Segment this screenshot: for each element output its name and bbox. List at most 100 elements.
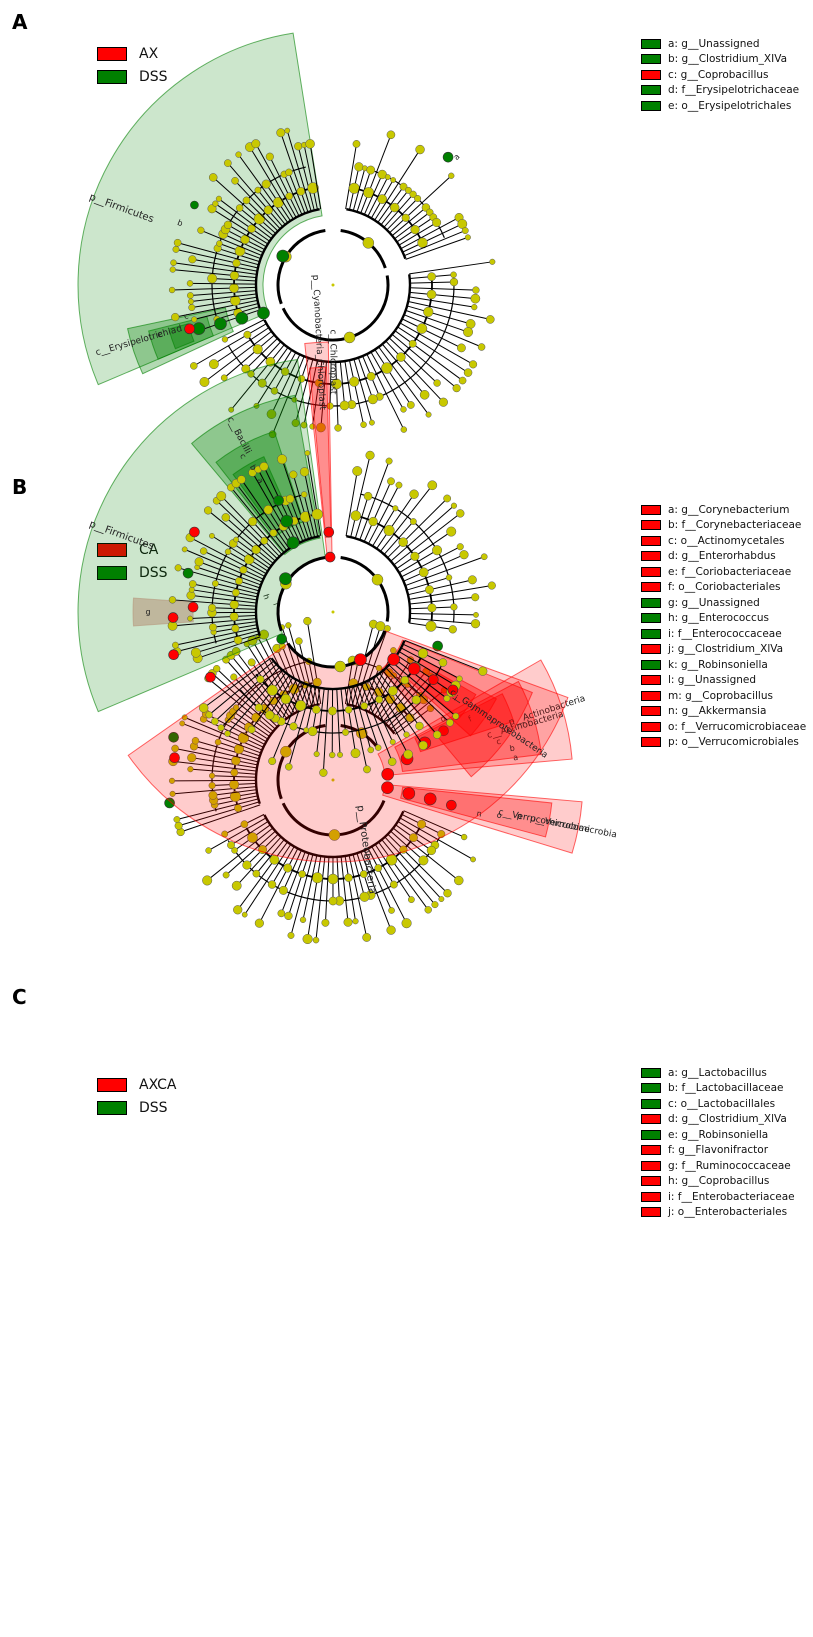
leaf-node xyxy=(221,513,231,522)
branch xyxy=(363,481,392,542)
branch xyxy=(224,319,265,340)
leaf-node xyxy=(415,144,425,155)
branch xyxy=(409,261,493,275)
branch xyxy=(257,189,286,225)
leaf-node xyxy=(457,343,466,353)
branch xyxy=(287,625,313,707)
branch xyxy=(271,354,301,415)
leaf-node xyxy=(252,869,261,878)
branch xyxy=(358,628,388,708)
clade-letter: i xyxy=(452,694,459,703)
branch xyxy=(396,531,452,570)
leaf-node xyxy=(277,454,288,465)
leaf-node xyxy=(303,727,310,733)
taxa-legend-item: l: g__Unassigned xyxy=(641,673,806,689)
leaf-node xyxy=(485,315,495,324)
branch xyxy=(215,203,270,242)
leaf-node xyxy=(266,409,277,419)
branch xyxy=(348,687,368,770)
leaf-node xyxy=(469,360,478,369)
cladogram-c: p__Firmicutesc__Bacillip__Cyanobacteria_… xyxy=(77,274,569,895)
leaf-node xyxy=(404,186,412,194)
taxa-legend-item: k: g__Robinsoniella xyxy=(641,657,806,673)
taxa-legend-item: i: f__Enterococcaceae xyxy=(641,626,806,642)
branch xyxy=(172,286,257,291)
biomarker-node xyxy=(423,792,437,806)
group-swatch xyxy=(97,1100,127,1115)
leaf-node xyxy=(384,174,391,181)
leaf-node xyxy=(235,204,244,212)
branch xyxy=(213,327,270,365)
group-label: AX xyxy=(139,45,159,62)
group-label: DSS xyxy=(139,1099,168,1116)
taxa-swatch xyxy=(641,100,661,111)
phylum-arc xyxy=(340,229,387,269)
branch xyxy=(409,596,476,605)
internal-node xyxy=(408,339,417,348)
phylum-node xyxy=(280,745,292,758)
branch xyxy=(404,230,466,257)
leaf-node xyxy=(233,905,243,915)
branch xyxy=(402,223,463,253)
branch xyxy=(405,556,485,587)
branch xyxy=(223,334,275,379)
branch xyxy=(376,493,415,549)
leaf-node xyxy=(387,757,397,766)
branch xyxy=(191,589,258,601)
branch xyxy=(269,677,294,716)
branch xyxy=(385,675,432,725)
internal-node xyxy=(426,289,437,300)
branch xyxy=(292,474,313,539)
branch xyxy=(282,850,302,891)
taxa-label: b: f__Lactobacillaceae xyxy=(668,1082,784,1095)
taxa-legend-item: a: g__Unassigned xyxy=(641,36,799,52)
leaf-node xyxy=(452,384,461,393)
branch xyxy=(372,508,396,547)
leaf-node xyxy=(208,603,216,612)
branch xyxy=(212,775,257,778)
leaf-node xyxy=(343,917,353,927)
internal-node xyxy=(350,510,362,521)
leaf-node xyxy=(460,833,468,841)
clade-letter: d xyxy=(175,324,183,335)
internal-node xyxy=(377,194,388,204)
leaf-node xyxy=(367,746,375,754)
leaf-node xyxy=(188,580,197,588)
leaf-node xyxy=(456,675,463,682)
branch xyxy=(406,305,471,325)
branch xyxy=(398,222,437,246)
leaf-node xyxy=(190,647,201,658)
branch xyxy=(391,333,457,389)
taxa-label: a: g__Corynebacterium xyxy=(668,503,790,516)
taxa-legend-item: n: g__Akkermansia xyxy=(641,704,806,720)
leaf-node xyxy=(188,304,196,312)
leaf-node xyxy=(284,911,293,921)
branch xyxy=(191,757,258,769)
branch xyxy=(380,484,433,552)
clade-letter: a xyxy=(255,476,265,485)
branch xyxy=(398,651,456,686)
taxa-legend-item: o: f__Verrucomicrobiaceae xyxy=(641,719,806,735)
taxa-swatch xyxy=(641,628,661,639)
internal-node xyxy=(427,272,437,281)
branch xyxy=(385,340,444,403)
leaf-node xyxy=(285,763,293,771)
leaf-node xyxy=(231,880,242,891)
biomarker-node xyxy=(214,317,227,331)
leaf-node xyxy=(387,477,395,486)
leaf-node xyxy=(337,751,344,758)
branch xyxy=(197,566,261,589)
branch xyxy=(394,658,448,699)
taxa-swatch xyxy=(641,597,661,608)
leaf-node xyxy=(478,666,488,676)
branch xyxy=(378,841,429,911)
group-label: AXCA xyxy=(139,1076,177,1093)
internal-node xyxy=(360,702,369,710)
internal-node xyxy=(295,700,307,712)
taxa-label: d: g__Enterorhabdus xyxy=(668,550,776,563)
branch xyxy=(381,839,436,905)
leaf-node xyxy=(227,841,235,850)
branch xyxy=(269,156,300,217)
branch xyxy=(204,330,272,383)
